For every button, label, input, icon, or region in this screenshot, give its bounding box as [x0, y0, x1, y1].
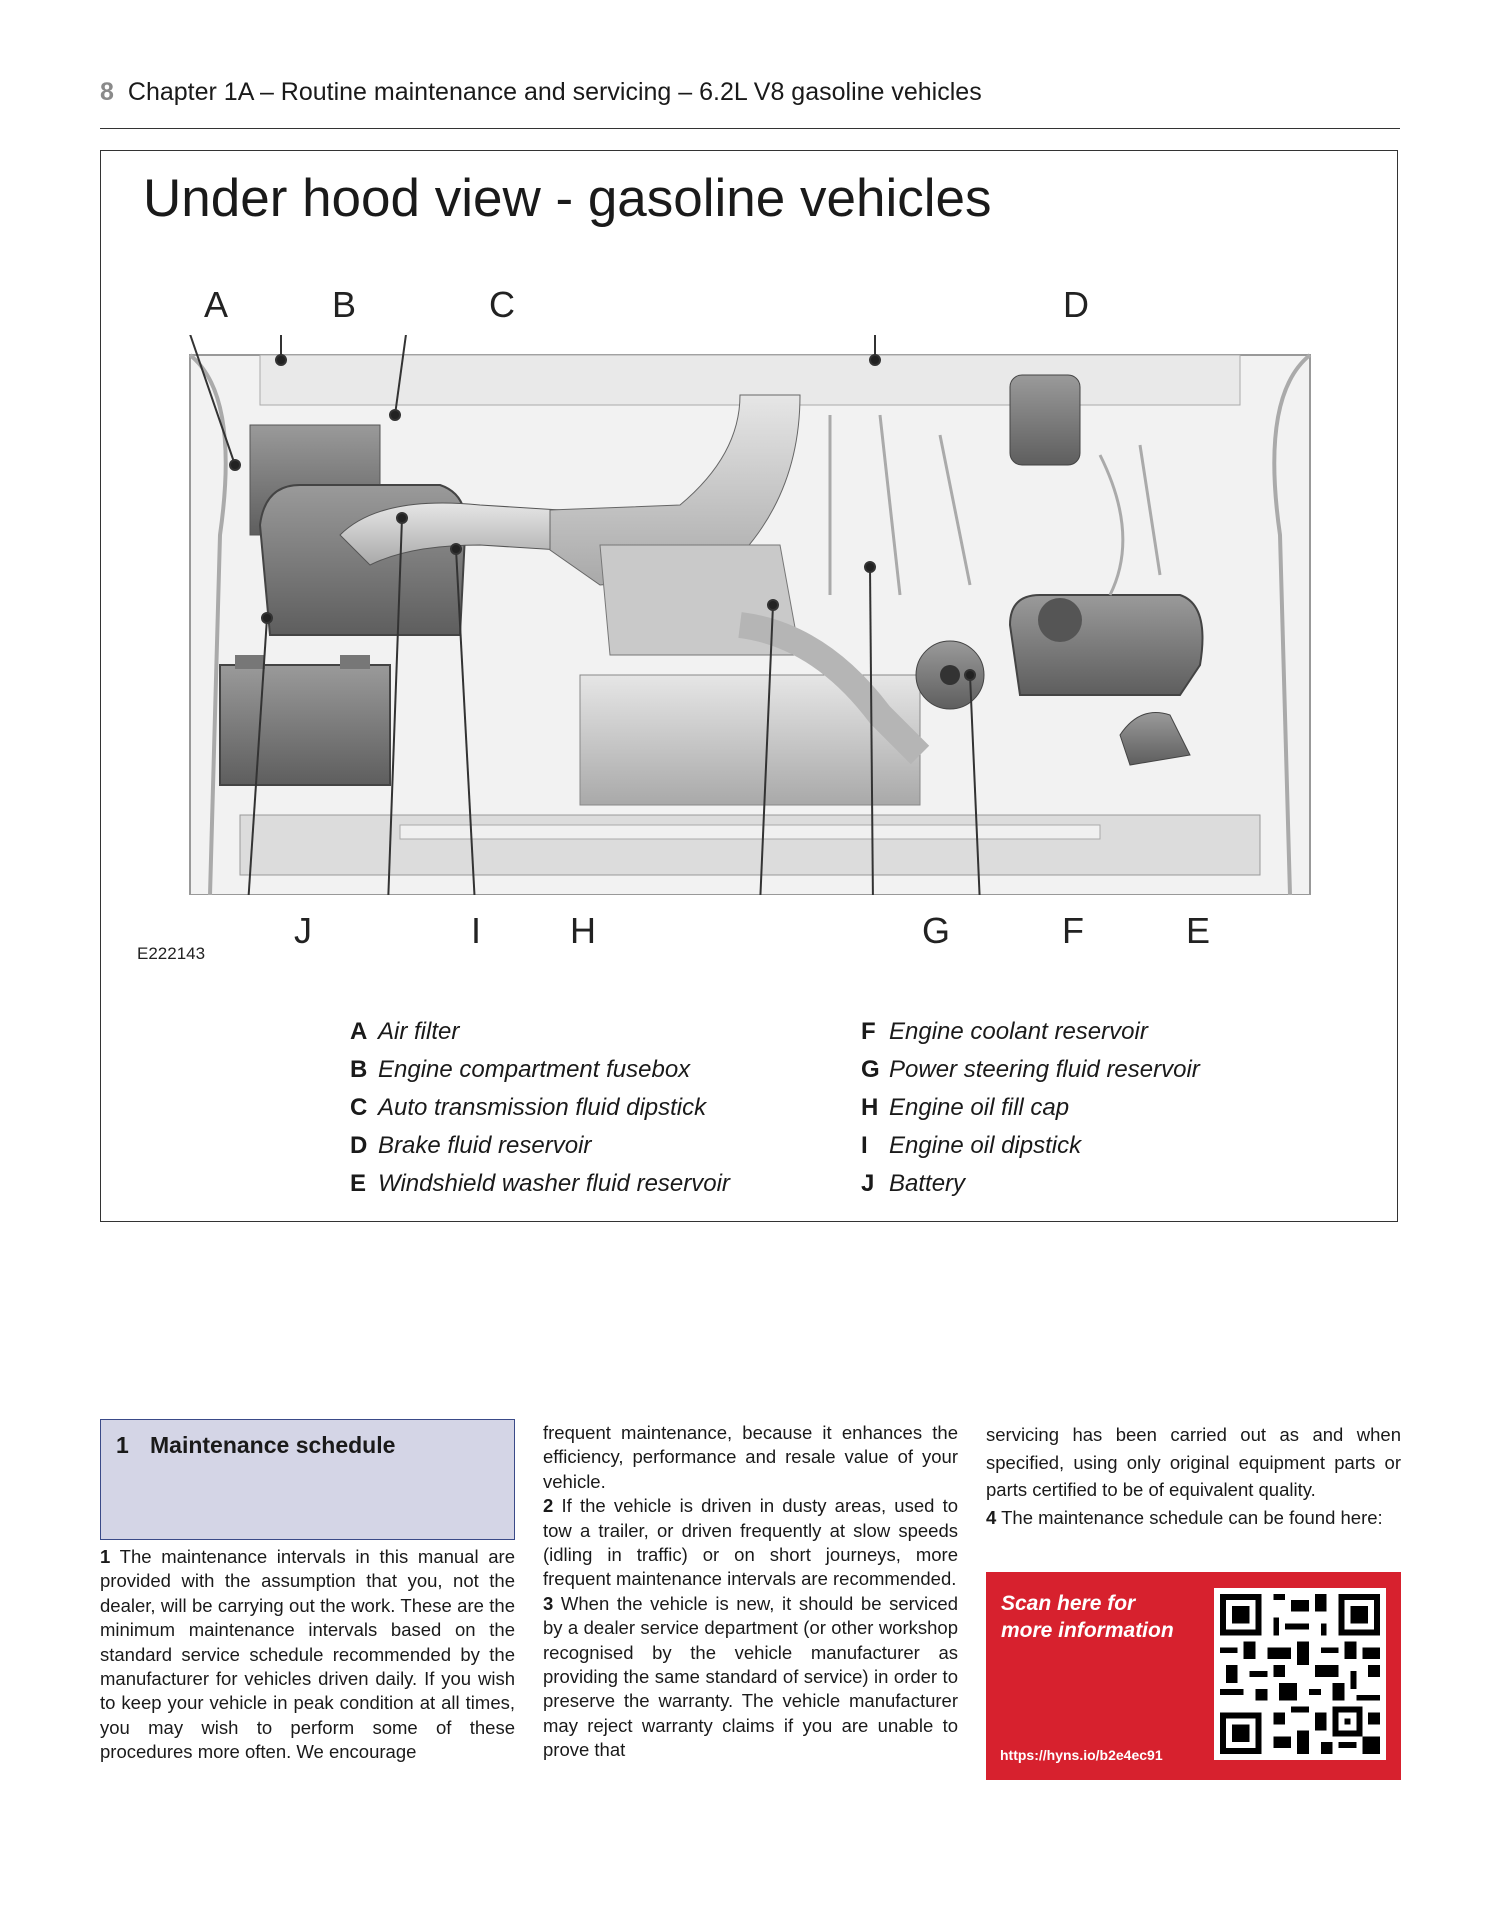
paragraph-3: 3 When the vehicle is new, it should be …: [543, 1592, 958, 1763]
key-item: G Power steering fluid reservoir: [861, 1056, 1200, 1084]
callout-a: A: [203, 284, 228, 325]
key-item: B Engine compartment fusebox: [350, 1056, 690, 1084]
key-text: Windshield washer fluid reservoir: [378, 1170, 730, 1197]
key-letter: D: [350, 1132, 368, 1159]
key-text: Battery: [889, 1170, 966, 1197]
qr-code-icon[interactable]: [1214, 1588, 1386, 1760]
paragraph-4: 4 The maintenance schedule can be found …: [986, 1504, 1401, 1532]
callout-f: F: [1062, 910, 1084, 951]
section-title: Maintenance schedule: [150, 1432, 396, 1458]
paragraph-3-continued: servicing has been carried out as and wh…: [986, 1424, 1401, 1500]
key-text: Brake fluid reservoir: [378, 1132, 592, 1159]
callout-b: B: [331, 284, 356, 325]
callout-d: D: [1063, 284, 1089, 325]
key-letter: I: [861, 1132, 868, 1159]
paragraph-number: 2: [543, 1495, 554, 1517]
key-letter: B: [350, 1056, 368, 1083]
figure-title: Under hood view - gasoline vehicles: [143, 169, 992, 228]
key-text: Power steering fluid reservoir: [889, 1056, 1200, 1083]
key-letter: E: [350, 1170, 367, 1197]
promo-text: Scan here for more information: [1001, 1592, 1174, 1642]
key-item: A Air filter: [350, 1018, 459, 1046]
key-item: E Windshield washer fluid reservoir: [350, 1170, 730, 1198]
key-letter: J: [861, 1170, 875, 1197]
paragraph-1: 1 The maintenance intervals in this manu…: [100, 1545, 515, 1765]
paragraph-number: 4: [986, 1506, 997, 1528]
key-letter: H: [861, 1094, 879, 1121]
key-text: Air filter: [378, 1018, 460, 1045]
callout-g: G: [921, 910, 950, 951]
callout-c: C: [489, 284, 515, 325]
section-heading-box: [100, 1419, 515, 1540]
paragraph-text: When the vehicle is new, it should be se…: [543, 1592, 958, 1761]
callout-j: J: [294, 910, 312, 951]
paragraph-text: The maintenance intervals in this manual…: [100, 1546, 515, 1763]
chapter-title: Chapter 1A – Routine maintenance and ser…: [127, 78, 982, 106]
callout-h: H: [570, 910, 596, 951]
callout-i: I: [470, 910, 481, 951]
paragraph-number: 1: [100, 1546, 111, 1567]
paragraph-1-continued: frequent maintenance, because it enhance…: [543, 1422, 958, 1492]
figure-frame: [100, 150, 1398, 1222]
key-item: F Engine coolant reservoir: [861, 1018, 1148, 1046]
key-letter: C: [350, 1094, 368, 1121]
key-item: I Engine oil dipstick: [861, 1132, 1081, 1160]
key-letter: G: [861, 1056, 880, 1083]
header-rule: [100, 128, 1400, 129]
key-item: C Auto transmission fluid dipstick: [350, 1094, 706, 1122]
page-number: 8: [100, 78, 114, 106]
key-text: Engine coolant reservoir: [889, 1018, 1148, 1045]
key-text: Engine oil fill cap: [889, 1094, 1070, 1121]
key-letter: A: [350, 1018, 368, 1045]
paragraph-text: The maintenance schedule can be found he…: [1001, 1506, 1383, 1528]
paragraph-number: 3: [543, 1592, 554, 1614]
key-text: Engine compartment fusebox: [378, 1056, 691, 1083]
section-number: 1: [116, 1432, 129, 1458]
key-item: D Brake fluid reservoir: [350, 1132, 591, 1160]
page-header: 8 Chapter 1A – Routine maintenance and se…: [100, 78, 982, 107]
key-item: H Engine oil fill cap: [861, 1094, 1069, 1122]
body-column-1: 1 The maintenance intervals in this manu…: [100, 1545, 515, 1765]
key-item: J Battery: [861, 1170, 965, 1198]
key-text: Engine oil dipstick: [889, 1132, 1082, 1159]
body-column-2: frequent maintenance, because it enhance…: [543, 1421, 958, 1763]
callout-e: E: [1185, 910, 1210, 951]
body-column-3: servicing has been carried out as and wh…: [986, 1421, 1401, 1531]
paragraph-text: If the vehicle is driven in dusty areas,…: [543, 1495, 959, 1590]
figure-code: E222143: [137, 944, 206, 963]
paragraph-2: 2 If the vehicle is driven in dusty area…: [543, 1494, 958, 1592]
key-letter: F: [861, 1018, 876, 1045]
engine-bay-illustration: [188, 335, 1312, 895]
key-text: Auto transmission fluid dipstick: [378, 1094, 707, 1121]
promo-url-link[interactable]: https://hyns.io/b2e4ec91: [1000, 1747, 1163, 1763]
